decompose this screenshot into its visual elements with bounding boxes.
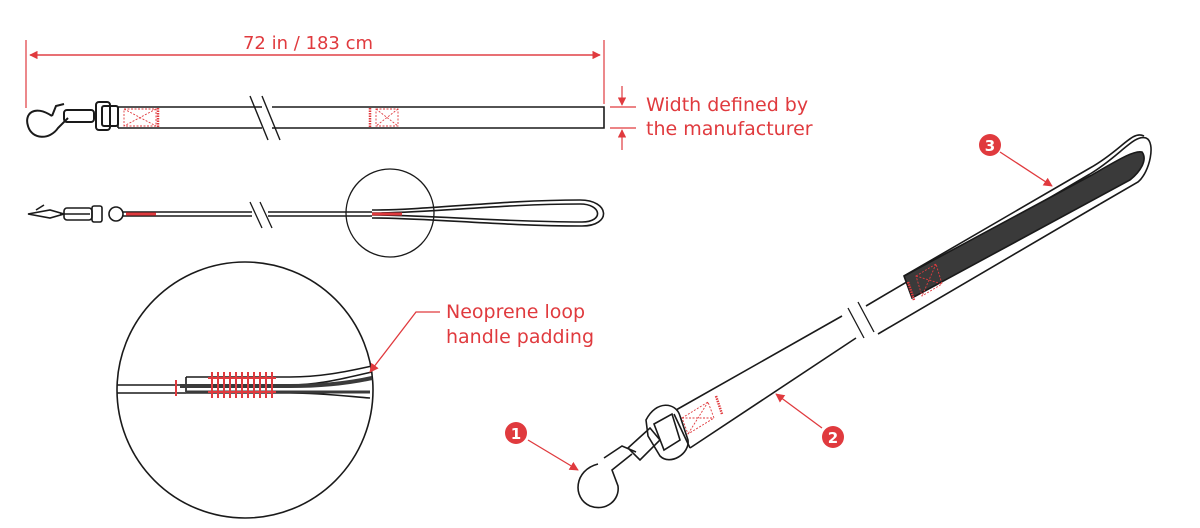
snap-hook-perspective: [577, 453, 633, 509]
svg-text:2: 2: [828, 429, 838, 447]
marker-2: 2: [775, 393, 844, 448]
strap-top: [117, 95, 605, 141]
width-label-line1: Width defined by: [646, 94, 808, 116]
width-dimension: [610, 86, 636, 150]
top-view-leash: 72 in / 183 cm: [25, 33, 813, 150]
perspective-leash: [577, 134, 1152, 509]
stitch-box-2: [368, 108, 399, 127]
length-label: 72 in / 183 cm: [243, 33, 373, 54]
marker-3: 3: [979, 134, 1053, 187]
neoprene-callout-line: [369, 311, 440, 373]
side-view-leash: [27, 168, 605, 258]
stitch-box-1: [123, 108, 160, 127]
svg-text:1: 1: [511, 425, 521, 443]
snap-hook-top: [26, 101, 119, 138]
neoprene-label-line1: Neoprene loop: [446, 301, 585, 323]
width-label-line2: the manufacturer: [646, 118, 813, 140]
marker-1: 1: [505, 422, 579, 471]
length-dimension: [25, 40, 605, 108]
zoom-detail: Neoprene loop handle padding: [116, 261, 594, 519]
svg-text:3: 3: [985, 137, 995, 155]
neoprene-label-line2: handle padding: [446, 326, 594, 348]
